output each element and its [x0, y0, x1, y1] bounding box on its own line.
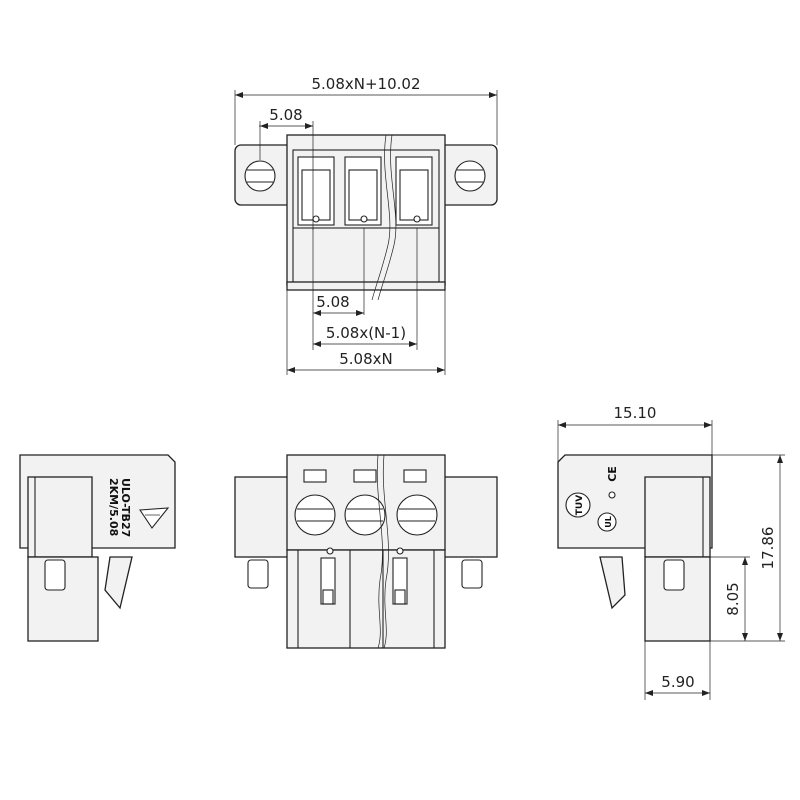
side-marking-line2: 2KM/5.08 [107, 478, 120, 536]
dim-span-n-minus-1: 5.08x(N-1) [326, 324, 406, 342]
svg-text:UL: UL [604, 516, 613, 528]
dim-lower-height: 8.05 [724, 582, 742, 615]
dim-overall-width: 5.08xN+10.02 [311, 75, 420, 93]
svg-text:CE: CE [606, 466, 619, 482]
dim-pitch-top: 5.08 [269, 106, 302, 124]
ul-mark: UL [597, 512, 617, 532]
front-view [234, 454, 498, 649]
top-view: 5.08xN+10.02 5.08 5.08 5.08x(N-1) 5.08xN [234, 75, 498, 375]
svg-text:TUV: TUV [575, 495, 585, 515]
right-side-view: TUV CE UL 15.10 17.86 8.05 5.90 [557, 404, 785, 700]
tuv-mark: TUV [565, 492, 591, 518]
dim-total-height: 17.86 [759, 527, 777, 570]
ce-mark: CE [606, 466, 619, 482]
left-side-view: ULO-TB27 2KM/5.08 [19, 454, 176, 642]
dim-side-depth: 15.10 [614, 404, 657, 422]
side-marking-line1: ULO-TB27 [119, 478, 132, 537]
dim-pitch-bottom: 5.08 [316, 293, 349, 311]
screw-heads [294, 494, 438, 536]
wire-openings [297, 156, 433, 226]
dim-pin-offset: 5.90 [661, 673, 694, 691]
dim-span-n: 5.08xN [339, 350, 393, 368]
